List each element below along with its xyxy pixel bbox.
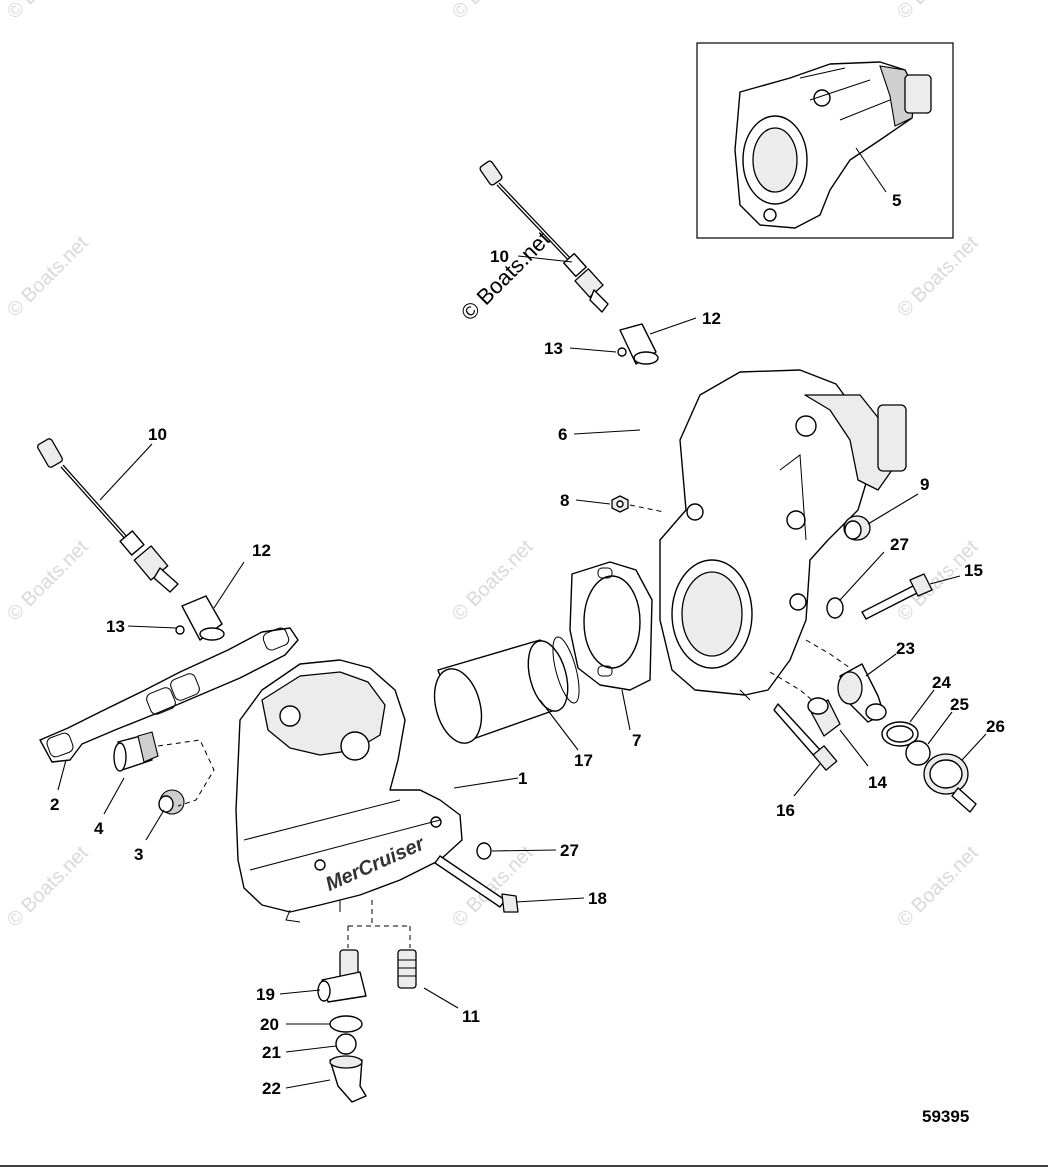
ball-21 <box>335 1033 357 1055</box>
watermark: © Boats.net <box>893 232 983 322</box>
ball-25 <box>905 740 931 766</box>
clamp-top <box>617 323 659 365</box>
callout-23: 23 <box>896 639 915 658</box>
exhaust-manifold: MerCruiser <box>235 659 463 923</box>
callout-15: 15 <box>964 561 983 580</box>
callout-2: 2 <box>50 795 59 814</box>
callout-14: 14 <box>868 773 887 792</box>
watermark-dark: © Boats.net <box>456 226 555 325</box>
callout-10b: 10 <box>148 425 167 444</box>
manifold-gasket <box>39 627 299 763</box>
watermark: © Boats.net <box>893 0 983 24</box>
o-ring-upper <box>826 597 844 619</box>
callout-12a: 12 <box>702 309 721 328</box>
seal-24-inner <box>886 725 914 743</box>
plug-3 <box>158 789 185 815</box>
watermark: © Boats.net <box>448 0 538 24</box>
inset-elbow-view <box>696 42 954 239</box>
plug-9 <box>843 515 871 541</box>
callout-5: 5 <box>892 191 901 210</box>
watermark: © Boats.net <box>3 232 93 322</box>
figure-number: 59395 <box>922 1107 969 1126</box>
seal-20 <box>329 1015 363 1033</box>
callout-25: 25 <box>950 695 969 714</box>
callout-21: 21 <box>262 1043 281 1062</box>
bolt-15 <box>861 573 933 620</box>
elbow-22 <box>329 1055 367 1103</box>
oxygen-sensor-left <box>37 438 179 593</box>
callout-4: 4 <box>94 819 104 838</box>
oxygen-sensor-top <box>479 160 609 313</box>
callout-3: 3 <box>134 845 143 864</box>
watermark: © Boats.net <box>448 842 538 932</box>
callout-17: 17 <box>574 751 593 770</box>
callout-16: 16 <box>776 801 795 820</box>
callout-10a: 10 <box>490 247 509 266</box>
callout-13b: 13 <box>106 617 125 636</box>
callout-22: 22 <box>262 1079 281 1098</box>
callout-19: 19 <box>256 985 275 1004</box>
assembly-lines <box>157 504 851 948</box>
callout-11: 11 <box>462 1007 480 1026</box>
fitting-23 <box>837 663 887 723</box>
fitting-19 <box>317 949 367 1003</box>
callout-7: 7 <box>632 731 641 750</box>
elbow-fitting-26 <box>923 753 977 813</box>
temp-sensor-16 <box>773 703 838 771</box>
callout-8: 8 <box>560 491 569 510</box>
fitting-14 <box>807 697 841 737</box>
watermark: © Boats.net <box>3 536 93 626</box>
callout-24: 24 <box>932 673 951 692</box>
callout-1: 1 <box>518 769 527 788</box>
bolt-18 <box>434 855 519 913</box>
liner-sleeve <box>433 636 580 744</box>
callout-labels: 1 2 3 4 5 6 7 8 9 10 10 11 12 12 13 13 1… <box>50 191 1005 1098</box>
watermark: © Boats.net <box>448 536 538 626</box>
o-ring-lower <box>476 842 492 860</box>
clamp-left <box>175 595 225 641</box>
fitting-11 <box>397 949 417 989</box>
exhaust-elbow <box>659 369 907 701</box>
callout-20: 20 <box>260 1015 279 1034</box>
callout-9: 9 <box>920 475 929 494</box>
callout-6: 6 <box>558 425 567 444</box>
callout-27b: 27 <box>560 841 579 860</box>
callout-18: 18 <box>588 889 607 908</box>
callout-13a: 13 <box>544 339 563 358</box>
callout-12b: 12 <box>252 541 271 560</box>
watermark: © Boats.net <box>3 842 93 932</box>
elbow-gasket <box>569 561 653 691</box>
fitting-4 <box>113 731 159 772</box>
callout-26: 26 <box>986 717 1005 736</box>
nut-8 <box>611 495 629 513</box>
leader-lines <box>57 147 987 1089</box>
watermark: © Boats.net <box>3 0 93 24</box>
callout-27a: 27 <box>890 535 909 554</box>
watermark: © Boats.net <box>893 842 983 932</box>
